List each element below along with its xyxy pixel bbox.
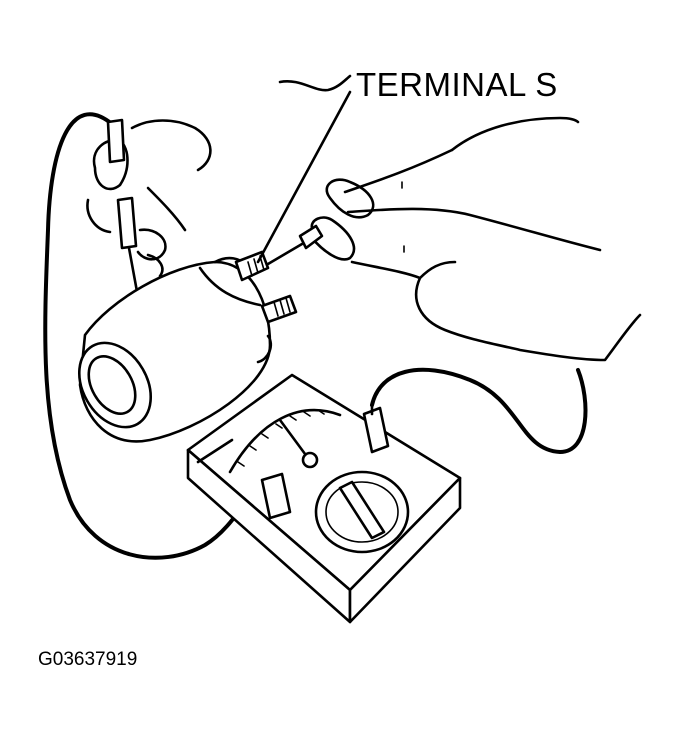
callout-leader-line [256, 90, 352, 264]
left-hand [86, 119, 212, 278]
right-test-lead-wire [370, 367, 588, 455]
right-probe [266, 224, 324, 266]
multimeter [186, 373, 462, 624]
right-hand [278, 74, 642, 362]
left-probe [106, 118, 142, 310]
figure-id-label: G03637919 [38, 649, 138, 670]
terminal-s-label: TERMINAL S [356, 66, 558, 103]
left-test-lead-wire [43, 112, 264, 560]
